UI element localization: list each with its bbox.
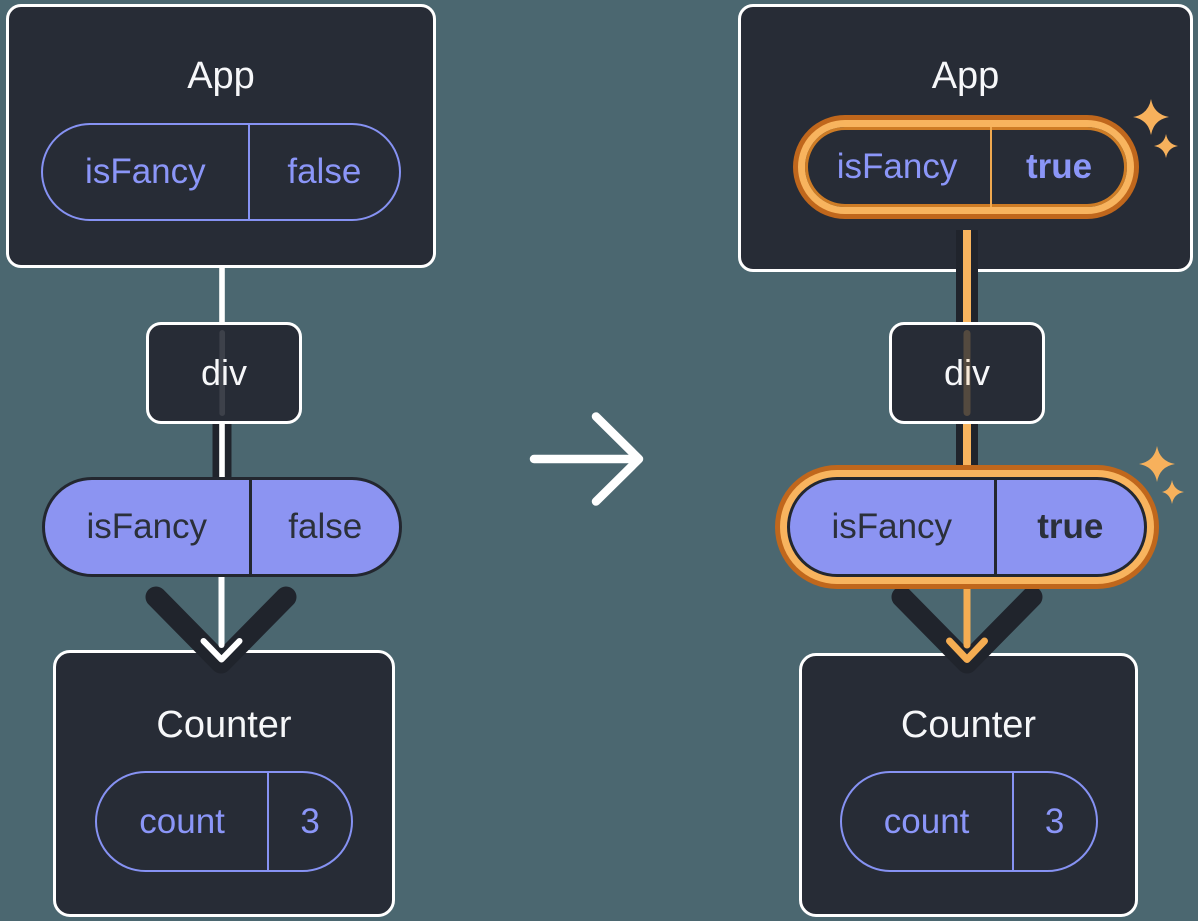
sparkle-icon: [1139, 446, 1175, 482]
state-pill-count-after: count 3: [839, 771, 1098, 872]
prop-value: false: [248, 480, 399, 574]
prop-pill-isfancy-before: isFancy false: [42, 477, 402, 577]
prop-pill-isfancy-after-highlighted: isFancy true: [787, 477, 1147, 577]
state-value: false: [247, 125, 399, 219]
state-pill-count-before: count 3: [95, 771, 353, 872]
element-label: div: [943, 352, 991, 393]
state-key: isFancy: [836, 147, 958, 186]
component-title: Counter: [900, 704, 1037, 746]
component-title: App: [187, 55, 255, 97]
connector-core-after: [963, 424, 971, 468]
sparkle-icon: [1162, 480, 1184, 504]
component-title: Counter: [156, 704, 292, 746]
state-value: 3: [267, 773, 351, 870]
state-pill-isfancy-after-highlighted: isFancy true: [797, 120, 1134, 214]
state-value: 3: [1011, 773, 1096, 870]
connector-line-before-app-div: [219, 266, 225, 322]
div-card-before: div: [146, 322, 302, 424]
prop-value: true: [993, 480, 1144, 574]
prop-key: isFancy: [86, 507, 208, 546]
state-key: count: [883, 801, 970, 841]
div-card-after: div: [889, 322, 1045, 424]
counter-card-after: Counter count 3: [799, 653, 1138, 917]
state-pill-isfancy-before: isFancy false: [41, 123, 401, 221]
app-card-before: App isFancy false: [6, 4, 436, 268]
right-arrow-icon: [529, 412, 644, 506]
state-key: isFancy: [85, 152, 206, 191]
component-title: App: [931, 55, 1000, 97]
prop-key: isFancy: [831, 507, 953, 546]
app-card-after: App isFancy true: [738, 4, 1193, 272]
connector-line-after-div-pill: [956, 424, 978, 468]
connector-core-before: [219, 424, 225, 480]
state-key: count: [139, 801, 225, 841]
element-label: div: [200, 352, 248, 393]
connector-line-before-div-pill: [212, 424, 232, 480]
state-value: true: [989, 127, 1127, 207]
counter-card-before: Counter count 3: [53, 650, 395, 917]
